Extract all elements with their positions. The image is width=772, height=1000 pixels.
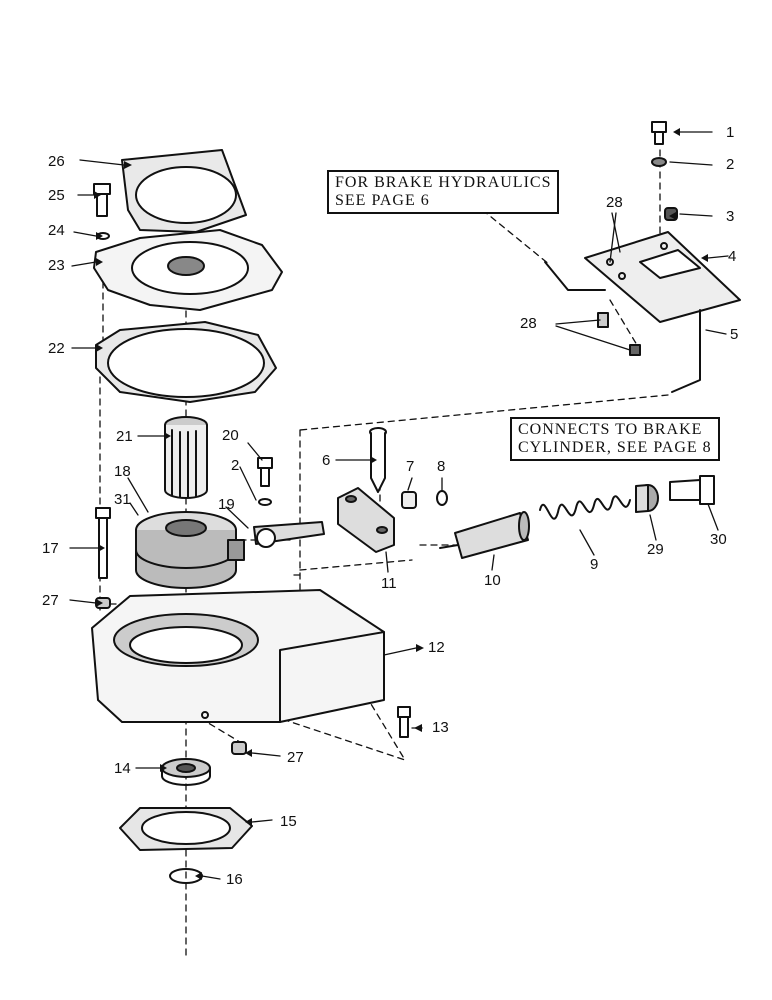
callout-23: 23 — [48, 257, 65, 274]
callout-12: 12 — [428, 639, 445, 656]
part-12-housing — [91, 589, 385, 723]
part-8-washer — [436, 490, 448, 506]
note-cylinder-line-1: CONNECTS TO BRAKE — [518, 421, 703, 438]
callout-25: 25 — [48, 187, 65, 204]
callout-28-lower: 28 — [520, 315, 537, 332]
callout-27-upper: 27 — [42, 592, 59, 609]
callout-27-lower: 27 — [287, 749, 304, 766]
callout-29: 29 — [647, 541, 664, 558]
callout-28-upper: 28 — [606, 194, 623, 211]
part-4-plate — [584, 231, 741, 323]
callout-20: 20 — [222, 427, 239, 444]
part-19-link — [253, 521, 325, 548]
part-10-plunger — [439, 511, 530, 559]
note-hydraulics-line-1: FOR BRAKE HYDRAULICS — [335, 174, 552, 191]
callout-2-lower: 2 — [231, 457, 240, 474]
callout-26: 26 — [48, 153, 65, 170]
leader-arrowheads — [94, 128, 708, 880]
note-cylinder-line-2: CYLINDER, SEE PAGE 8 — [518, 439, 712, 456]
callout-3: 3 — [726, 208, 735, 225]
callout-5: 5 — [730, 326, 739, 343]
part-17-bolt — [95, 507, 111, 579]
callout-8: 8 — [437, 458, 446, 475]
callout-16: 16 — [226, 871, 243, 888]
callout-17: 17 — [42, 540, 59, 557]
part-22-gasket — [95, 321, 277, 403]
part-15-gasket — [119, 807, 253, 851]
hydraulic-tube — [544, 261, 606, 291]
note-brake-hydraulics: FOR BRAKE HYDRAULICS SEE PAGE 6 — [327, 170, 560, 214]
callout-13: 13 — [432, 719, 449, 736]
callout-10: 10 — [484, 572, 501, 589]
part-29-collar — [635, 484, 659, 513]
part-2-washer-top — [651, 157, 667, 167]
leader-lines — [69, 131, 729, 880]
callout-22: 22 — [48, 340, 65, 357]
part-20-screw — [257, 457, 273, 506]
part-30-bolt — [669, 475, 715, 505]
callout-7: 7 — [406, 458, 415, 475]
callout-6: 6 — [322, 452, 331, 469]
part-7-bushing — [401, 491, 417, 509]
callout-30: 30 — [710, 531, 727, 548]
callout-9: 9 — [590, 556, 599, 573]
part-26-gasket — [121, 149, 247, 233]
callout-21: 21 — [116, 428, 133, 445]
part-27-fitting-lower — [231, 741, 247, 755]
part-25-bolt — [93, 183, 111, 217]
part-9-spring — [539, 495, 631, 520]
part-21-sleeve — [164, 416, 208, 499]
note-hydraulics-line-2: SEE PAGE 6 — [335, 192, 430, 209]
part-13-screw — [397, 706, 411, 738]
part-14-bearing — [161, 758, 211, 786]
callout-15: 15 — [280, 813, 297, 830]
callout-4: 4 — [728, 248, 737, 265]
callout-2: 2 — [726, 156, 735, 173]
callout-19: 19 — [218, 496, 235, 513]
callout-24: 24 — [48, 222, 65, 239]
part-18-brake-drum — [135, 511, 245, 589]
part-1-bolt — [651, 121, 667, 145]
part-5-tube — [671, 309, 701, 393]
callout-31: 31 — [114, 491, 131, 508]
part-11-bracket — [337, 487, 395, 553]
callout-18: 18 — [114, 463, 131, 480]
callout-14: 14 — [114, 760, 131, 777]
note-brake-cylinder: CONNECTS TO BRAKE CYLINDER, SEE PAGE 8 — [510, 417, 720, 461]
callout-1: 1 — [726, 124, 735, 141]
part-28-screw — [629, 344, 641, 356]
part-23-cover — [93, 229, 283, 311]
callout-11: 11 — [381, 575, 397, 592]
